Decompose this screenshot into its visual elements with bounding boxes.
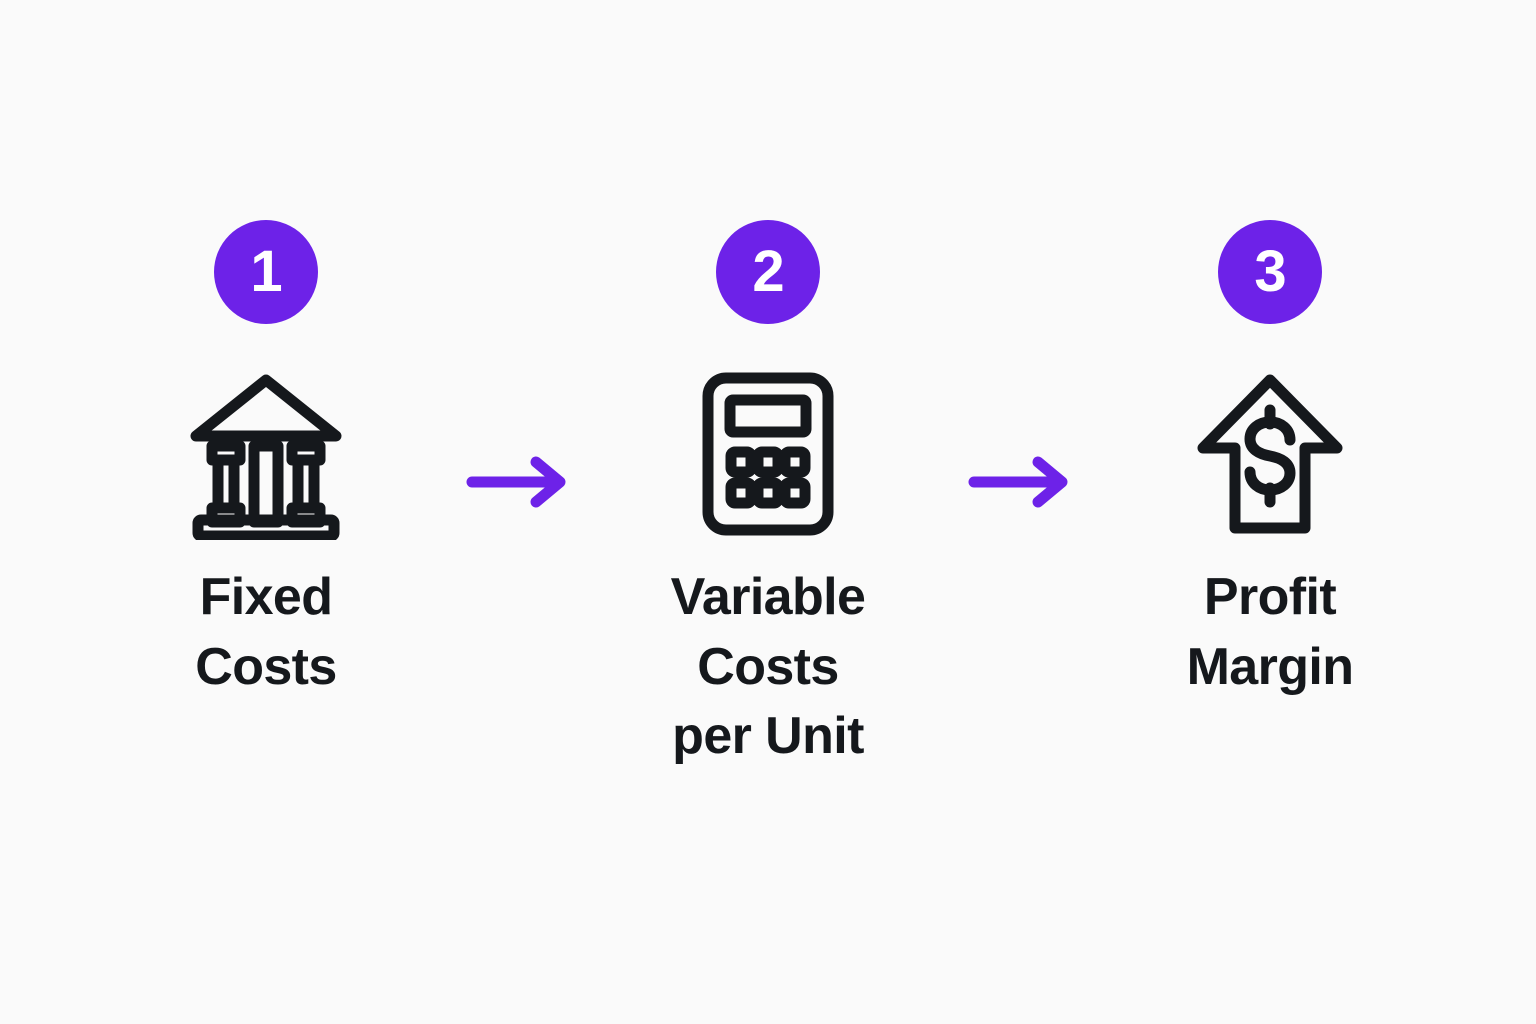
calculator-icon xyxy=(698,366,838,541)
step-label-variable-costs: Variable Costs per Unit xyxy=(670,568,866,766)
step-badge-3: 3 xyxy=(1218,220,1322,324)
step-badge-2: 2 xyxy=(716,220,820,324)
flow-step-fixed-costs: 1 xyxy=(101,220,431,702)
step-number-1: 1 xyxy=(250,239,282,304)
flow-step-variable-costs: 2 Variable C xyxy=(603,220,933,772)
arrow-right-icon xyxy=(464,454,570,510)
house-dollar-up-arrow-icon xyxy=(1195,366,1345,541)
flow-connector-1 xyxy=(431,220,603,510)
flow-connector-2 xyxy=(933,220,1105,510)
step-badge-1: 1 xyxy=(214,220,318,324)
step-label-profit-margin: Profit Margin xyxy=(1186,568,1354,696)
cost-structure-flow: 1 xyxy=(0,220,1536,772)
flow-step-profit-margin: 3 Profit Margin xyxy=(1105,220,1435,702)
bank-icon xyxy=(186,366,346,541)
arrow-right-icon xyxy=(966,454,1072,510)
step-number-3: 3 xyxy=(1254,239,1286,304)
step-number-2: 2 xyxy=(752,239,784,304)
step-label-fixed-costs: Fixed Costs xyxy=(195,568,337,696)
